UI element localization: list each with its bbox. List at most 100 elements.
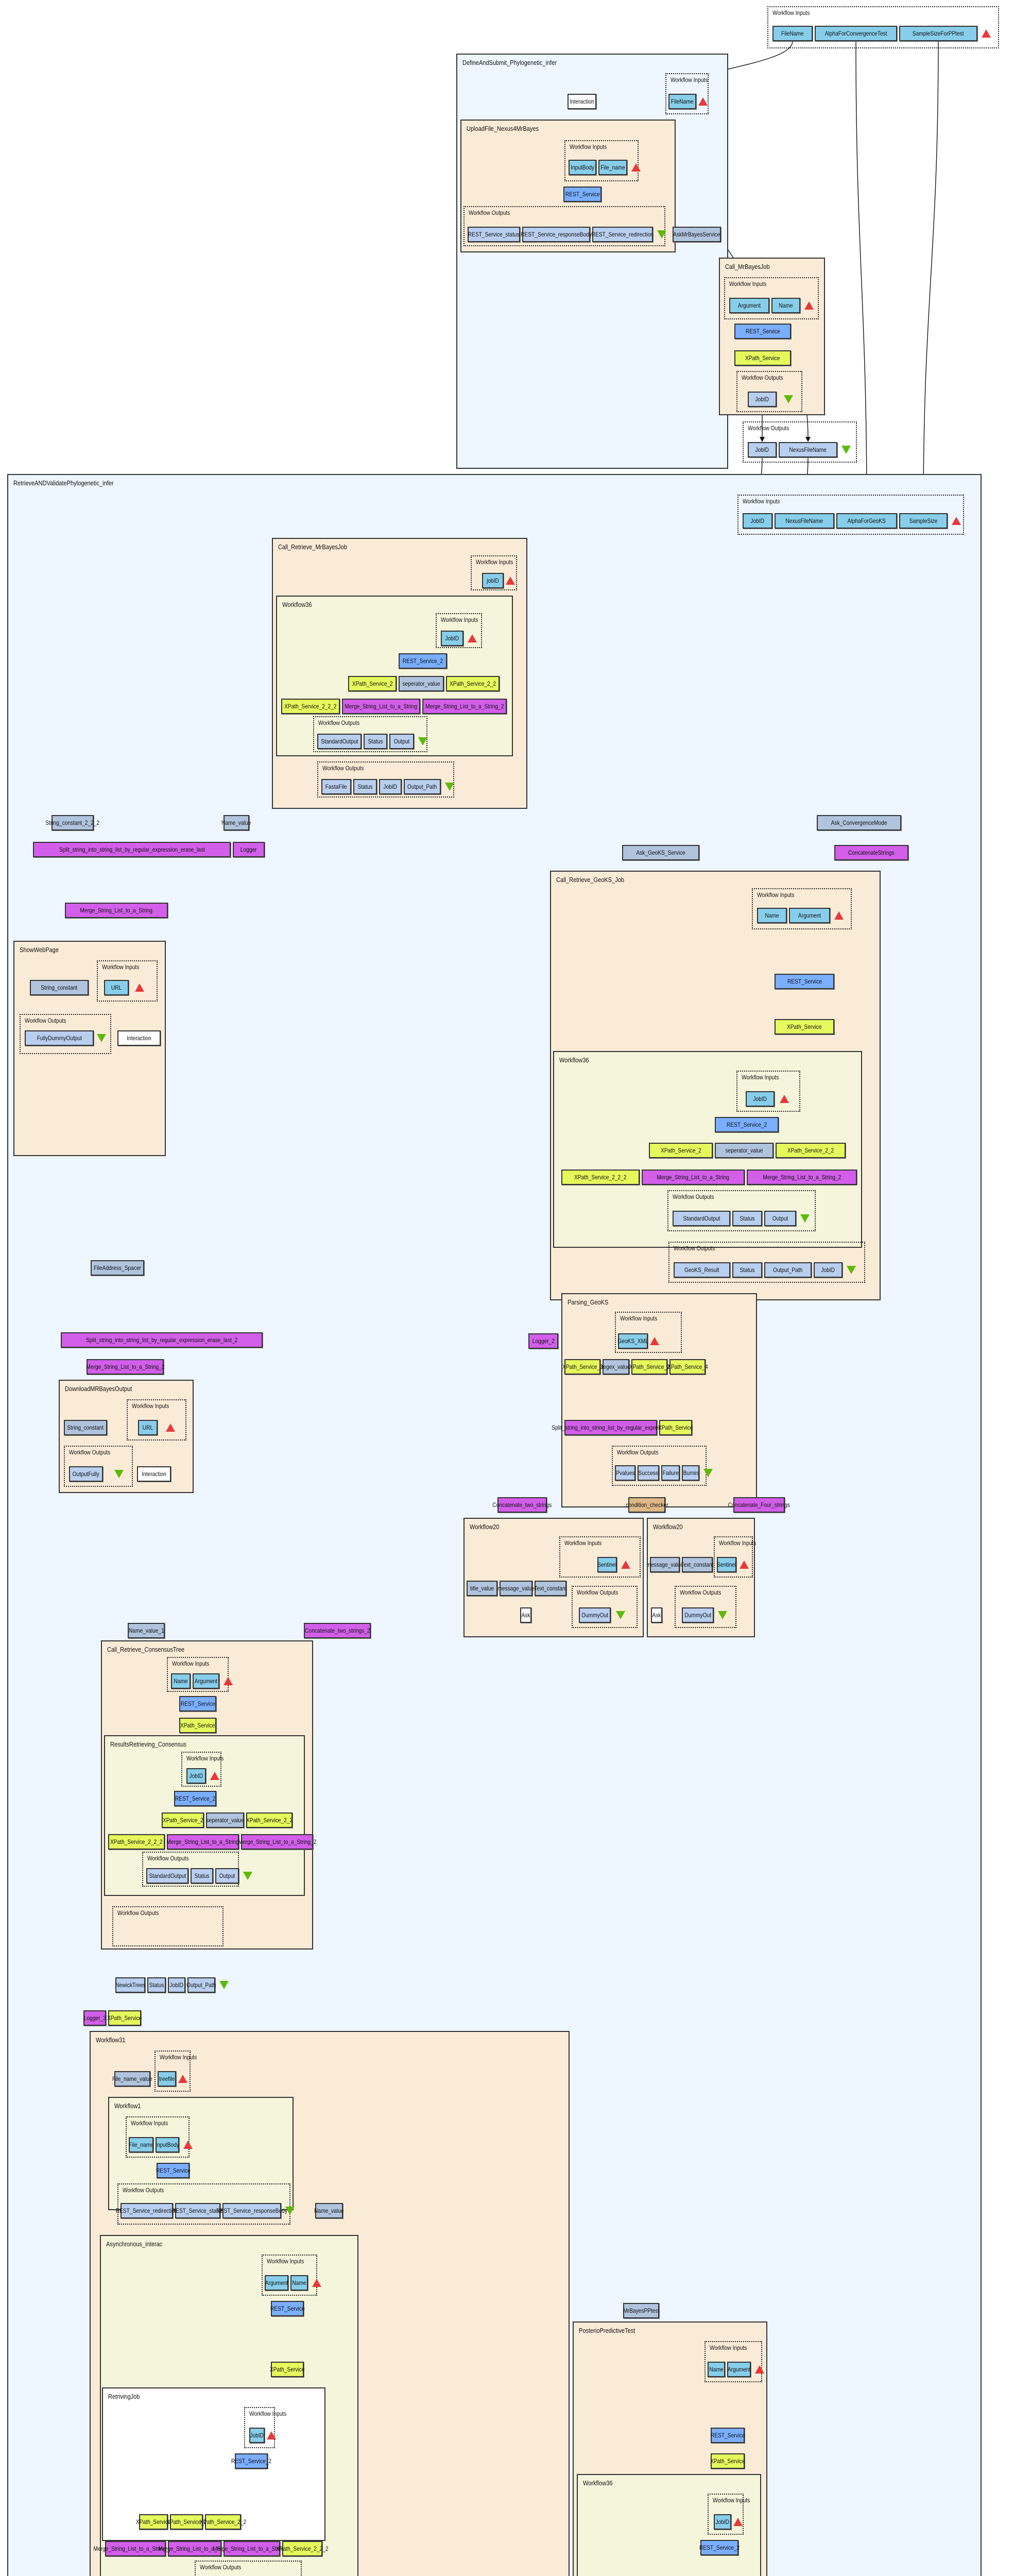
workflow-output-port[interactable]: Status	[364, 734, 387, 749]
workflow-output-port[interactable]: REST_Service_redirection	[116, 2203, 178, 2218]
workflow-output-port[interactable]: REST_Service_status	[468, 227, 520, 242]
constant-node[interactable]: Text_constant	[681, 1557, 713, 1572]
xpath-service-node[interactable]: XPath_Service_2_2	[200, 2514, 246, 2530]
workflow-input-port[interactable]: Argument	[729, 298, 769, 313]
workflow-input-port[interactable]: treefile	[158, 2071, 176, 2087]
beanshell-node[interactable]: Merge_String_List_to_a_String	[342, 699, 420, 714]
workflow-output-port[interactable]: Failure	[661, 1465, 680, 1481]
workflow-output-port[interactable]: OutputFully	[69, 1466, 103, 1482]
xpath-service-node[interactable]: XPath_Service	[710, 2453, 745, 2469]
workflow-output-port[interactable]: DummyOut	[682, 1607, 714, 1623]
workflow-output-port[interactable]: JobID	[748, 392, 777, 407]
workflow-input-port[interactable]: JobID	[714, 2514, 731, 2530]
beanshell-node[interactable]: Merge_String_List_to_a_String_2	[747, 1170, 857, 1185]
workflow-input-port[interactable]: SampleSizeForPPtest	[899, 26, 977, 41]
beanshell-node[interactable]: Merge_String_List_to_a_String	[159, 2541, 231, 2556]
constant-node[interactable]: Ask_GeoKS_Service	[622, 845, 699, 860]
workflow-output-port[interactable]: Output_Path	[764, 1262, 812, 1278]
workflow-input-port[interactable]: InputBody	[569, 160, 596, 175]
workflow-input-port[interactable]: Argument	[789, 908, 830, 923]
rest-service-node[interactable]: REST_Service_2	[715, 1117, 779, 1132]
workflow-input-port[interactable]: Argument	[727, 2362, 751, 2377]
workflow-input-port[interactable]: SampleSize	[899, 513, 948, 529]
rest-service-node[interactable]: REST_Service	[711, 2428, 745, 2443]
xpath-service-node[interactable]: XPath_Service	[658, 1420, 693, 1435]
beanshell-node[interactable]: XPath_Service_2_2_2	[281, 699, 340, 714]
interaction-node[interactable]: Interaction	[137, 1466, 171, 1482]
workflow-input-port[interactable]: JobID	[746, 1091, 775, 1107]
constant-node[interactable]: MrBayesPPtest	[623, 2303, 659, 2318]
ask-interaction-node[interactable]: Ask	[651, 1607, 662, 1623]
workflow-output-port[interactable]: Status	[732, 1262, 762, 1278]
beanshell-node[interactable]: Logger_2	[528, 1333, 558, 1349]
xpath-service-node[interactable]: regex_value	[601, 1359, 630, 1375]
beanshell-node[interactable]: Merge_String_List_to_a_String_2	[422, 699, 507, 714]
ask-interaction-node[interactable]: Ask	[520, 1607, 531, 1623]
workflow-input-port[interactable]: Name	[171, 1673, 191, 1689]
constant-node[interactable]: File_name_value	[112, 2071, 152, 2087]
workflow-output-port[interactable]: NexusFileName	[779, 442, 837, 457]
workflow-input-port[interactable]: File_name	[129, 2137, 153, 2153]
rest-service-node[interactable]: REST_Service_2	[231, 2453, 271, 2469]
beanshell-node[interactable]: Split_string_into_string_list_by_regular…	[33, 842, 231, 857]
workflow-output-port[interactable]: Output_Path	[404, 779, 441, 794]
workflow-output-port[interactable]: REST_Service_responseBody	[521, 227, 592, 242]
workflow-output-port[interactable]: DummyOut	[579, 1607, 611, 1623]
workflow-input-port[interactable]: FileName	[668, 94, 696, 109]
xpath-service-node[interactable]: XPath_Service_2	[649, 1143, 713, 1158]
workflow-input-port[interactable]: Argument	[265, 2275, 288, 2291]
beanshell-node[interactable]: Merge_String_List_to_a_String_2_2	[93, 2541, 178, 2556]
workflow-output-port[interactable]: Status	[732, 1211, 762, 1226]
beanshell-node[interactable]: Logger_3	[83, 2010, 106, 2026]
workflow-input-port[interactable]: URL	[138, 1420, 158, 1435]
xpath-service-node[interactable]: XPath_Service	[270, 2362, 305, 2377]
interaction-node[interactable]: Interaction	[568, 94, 596, 109]
workflow-input-port[interactable]: AlphaForGeoKS	[836, 513, 897, 529]
xpath-service-node[interactable]: XPath_Service	[179, 1718, 216, 1733]
constant-node[interactable]: message_value	[646, 1557, 683, 1572]
beanshell-node[interactable]: XPath_Service_2_2_2	[108, 1834, 165, 1850]
rest-service-node[interactable]: REST_Service_2	[399, 653, 447, 669]
workflow-output-port[interactable]: Status	[147, 1977, 166, 1993]
rest-service-node[interactable]: REST_Service	[270, 2301, 304, 2316]
xpath-service-node[interactable]: XPath_Service	[136, 2514, 171, 2530]
xpath-service-node[interactable]: XPath_Service_2_2	[246, 1812, 293, 1828]
xpath-service-node[interactable]: XPath_Service	[107, 2010, 142, 2026]
beanshell-node[interactable]: Logger	[233, 842, 265, 857]
workflow-output-port[interactable]: FastaFile	[321, 779, 351, 794]
workflow-input-port[interactable]: Sentinel	[597, 1557, 617, 1572]
rest-service-node[interactable]: REST_Service	[734, 324, 791, 339]
rest-service-node[interactable]: REST_Service	[179, 1696, 216, 1711]
xpath-service-node[interactable]: seperator_value	[206, 1812, 244, 1828]
workflow-input-port[interactable]: JobID	[743, 513, 772, 529]
workflow-output-port[interactable]: JobID	[748, 442, 777, 457]
workflow-output-port[interactable]: JobID	[168, 1977, 185, 1993]
condition-node[interactable]: condition_checker	[626, 1497, 668, 1513]
workflow-output-port[interactable]: JobID	[814, 1262, 843, 1278]
xpath-service-node[interactable]: seperator_value	[399, 676, 444, 691]
workflow-input-port[interactable]: Name	[708, 2362, 725, 2377]
workflow-output-port[interactable]: JobID	[379, 779, 402, 794]
workflow-input-port[interactable]: GeoKS_XML	[617, 1333, 648, 1349]
xpath-service-node[interactable]: XPath_Service_2	[348, 676, 397, 691]
workflow-input-port[interactable]: JobID	[441, 631, 463, 646]
workflow-output-port[interactable]: Output	[389, 734, 414, 749]
constant-node[interactable]: title_value	[467, 1581, 497, 1596]
constant-node[interactable]: Name_value_1	[128, 1623, 165, 1638]
workflow-output-port[interactable]: Output	[215, 1868, 239, 1884]
constant-node[interactable]: Name_value	[314, 2203, 344, 2218]
workflow-input-port[interactable]: FileName	[772, 26, 813, 41]
workflow-input-port[interactable]: InputBody	[156, 2137, 179, 2153]
workflow-output-port[interactable]: REST_Service_responseBody	[216, 2203, 287, 2218]
beanshell-node[interactable]: Concatenate_two_strings	[492, 1497, 552, 1513]
xpath-service-node[interactable]: XPath_Service	[734, 350, 791, 366]
xpath-service-node[interactable]: XPath_Service_2	[162, 1812, 204, 1828]
workflow-output-port[interactable]: Output	[764, 1211, 796, 1226]
workflow-input-port[interactable]: Name	[290, 2275, 308, 2291]
workflow-output-port[interactable]: StandardOutput	[146, 1868, 188, 1884]
beanshell-node[interactable]: Merge_String_List_to_a_String_2	[213, 2541, 291, 2556]
workflow-input-port[interactable]: Argument	[193, 1673, 219, 1689]
rest-service-node[interactable]: REST_Service	[775, 974, 834, 989]
workflow-output-port[interactable]: Burnin	[682, 1465, 699, 1481]
beanshell-node[interactable]: Concatenate_Four_strings	[728, 1497, 790, 1513]
